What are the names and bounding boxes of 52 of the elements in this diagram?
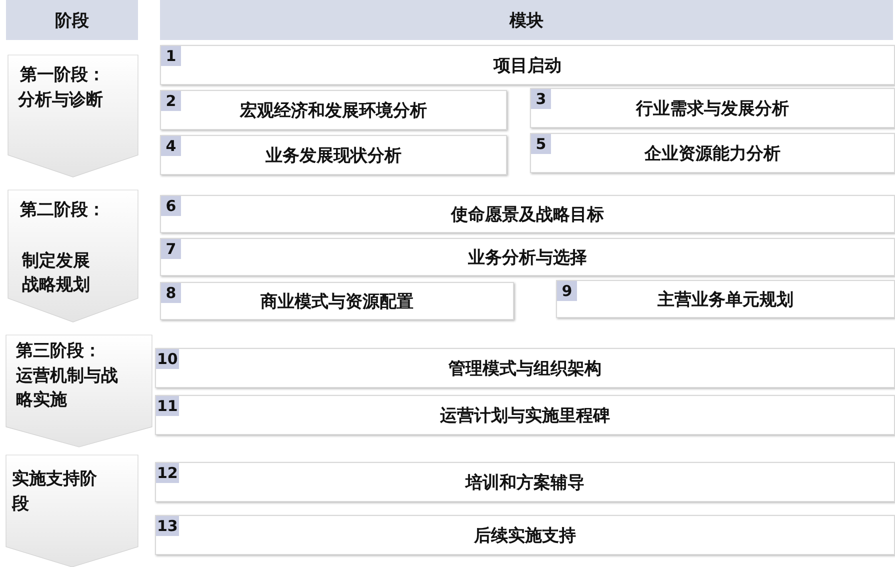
- module-label: 业务分析与选择: [468, 246, 587, 268]
- module-box: [160, 135, 507, 175]
- stage-label: 分析与诊断: [16, 88, 104, 112]
- number-badge: 4: [161, 136, 181, 156]
- module-box: [155, 515, 895, 555]
- module-box: [160, 195, 895, 233]
- module-label: 商业模式与资源配置: [260, 290, 414, 312]
- number-badge: 5: [531, 134, 551, 154]
- number-badge: 7: [161, 239, 181, 259]
- stage-label: 第二阶段：: [19, 199, 106, 222]
- stage-panel: [6, 335, 152, 447]
- module-box: [160, 238, 895, 276]
- stage-label: 制定发展战略规划: [20, 250, 91, 298]
- number-badge: 8: [161, 283, 181, 303]
- module-label: 培训和方案辅导: [466, 472, 584, 494]
- module-box: [530, 133, 895, 173]
- module-label: 项目启动: [494, 54, 562, 76]
- number-badge: 3: [531, 89, 551, 109]
- module-label: 业务发展现状分析: [266, 144, 402, 166]
- module-box: [530, 88, 895, 128]
- module-label: 管理模式与组织架构: [448, 358, 602, 380]
- module-box: [556, 280, 895, 318]
- stage-label: 第一阶段：: [19, 64, 106, 87]
- number-badge: 6: [161, 196, 181, 216]
- stage-panel: [6, 455, 138, 567]
- module-label: 使命愿景及战略目标: [451, 204, 604, 226]
- number-badge: 13: [156, 516, 179, 536]
- module-box: [160, 45, 895, 85]
- column-header: 阶段: [6, 0, 138, 40]
- module-box: [155, 348, 895, 388]
- column-header: 模块: [160, 0, 893, 40]
- module-box: [155, 395, 895, 435]
- stage-panel: [8, 55, 138, 177]
- stage-label: 运营机制与战略实施: [15, 364, 119, 412]
- stage-panel: [8, 190, 138, 322]
- stage-label: 实施支持阶段: [10, 468, 98, 516]
- module-label: 宏观经济和发展环境分析: [240, 100, 427, 122]
- module-label: 企业资源能力分析: [644, 142, 780, 164]
- number-badge: 12: [156, 463, 179, 483]
- number-badge: 9: [557, 281, 577, 301]
- module-label: 行业需求与发展分析: [636, 98, 789, 120]
- number-badge: 2: [161, 91, 181, 111]
- module-label: 后续实施支持: [474, 524, 576, 546]
- number-badge: 10: [156, 349, 179, 369]
- number-badge: 1: [161, 46, 181, 66]
- module-box: [160, 90, 507, 130]
- module-box: [155, 462, 895, 502]
- module-label: 主营业务单元规划: [658, 288, 794, 310]
- stage-label: 第三阶段：: [15, 340, 102, 363]
- module-label: 运营计划与实施里程碑: [440, 404, 610, 426]
- module-box: [160, 282, 514, 320]
- number-badge: 11: [156, 396, 179, 416]
